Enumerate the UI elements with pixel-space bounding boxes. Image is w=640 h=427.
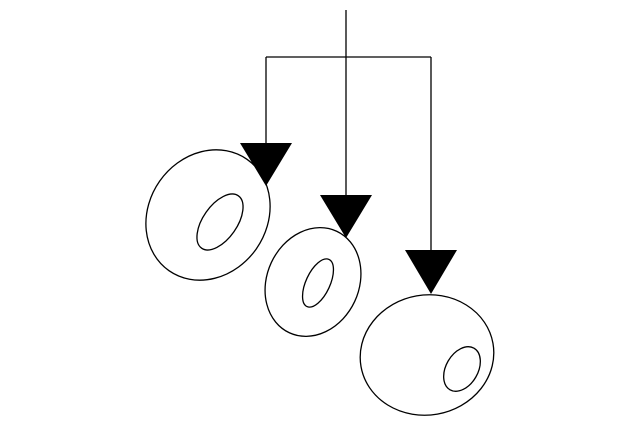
round-body-outer bbox=[359, 294, 495, 416]
arrowheads bbox=[240, 143, 457, 294]
arrow-to-round-body bbox=[405, 250, 457, 294]
small-ring-hole bbox=[301, 258, 335, 308]
large-ring-hole bbox=[196, 193, 244, 251]
round-body-hole bbox=[443, 346, 481, 392]
small-ring-shape bbox=[264, 227, 362, 337]
arrow-to-large-ring bbox=[240, 143, 292, 186]
arrow-to-small-ring bbox=[320, 195, 372, 238]
connector-lines bbox=[265, 10, 432, 258]
round-body-shape bbox=[359, 294, 495, 416]
large-ring-shape bbox=[145, 149, 271, 281]
